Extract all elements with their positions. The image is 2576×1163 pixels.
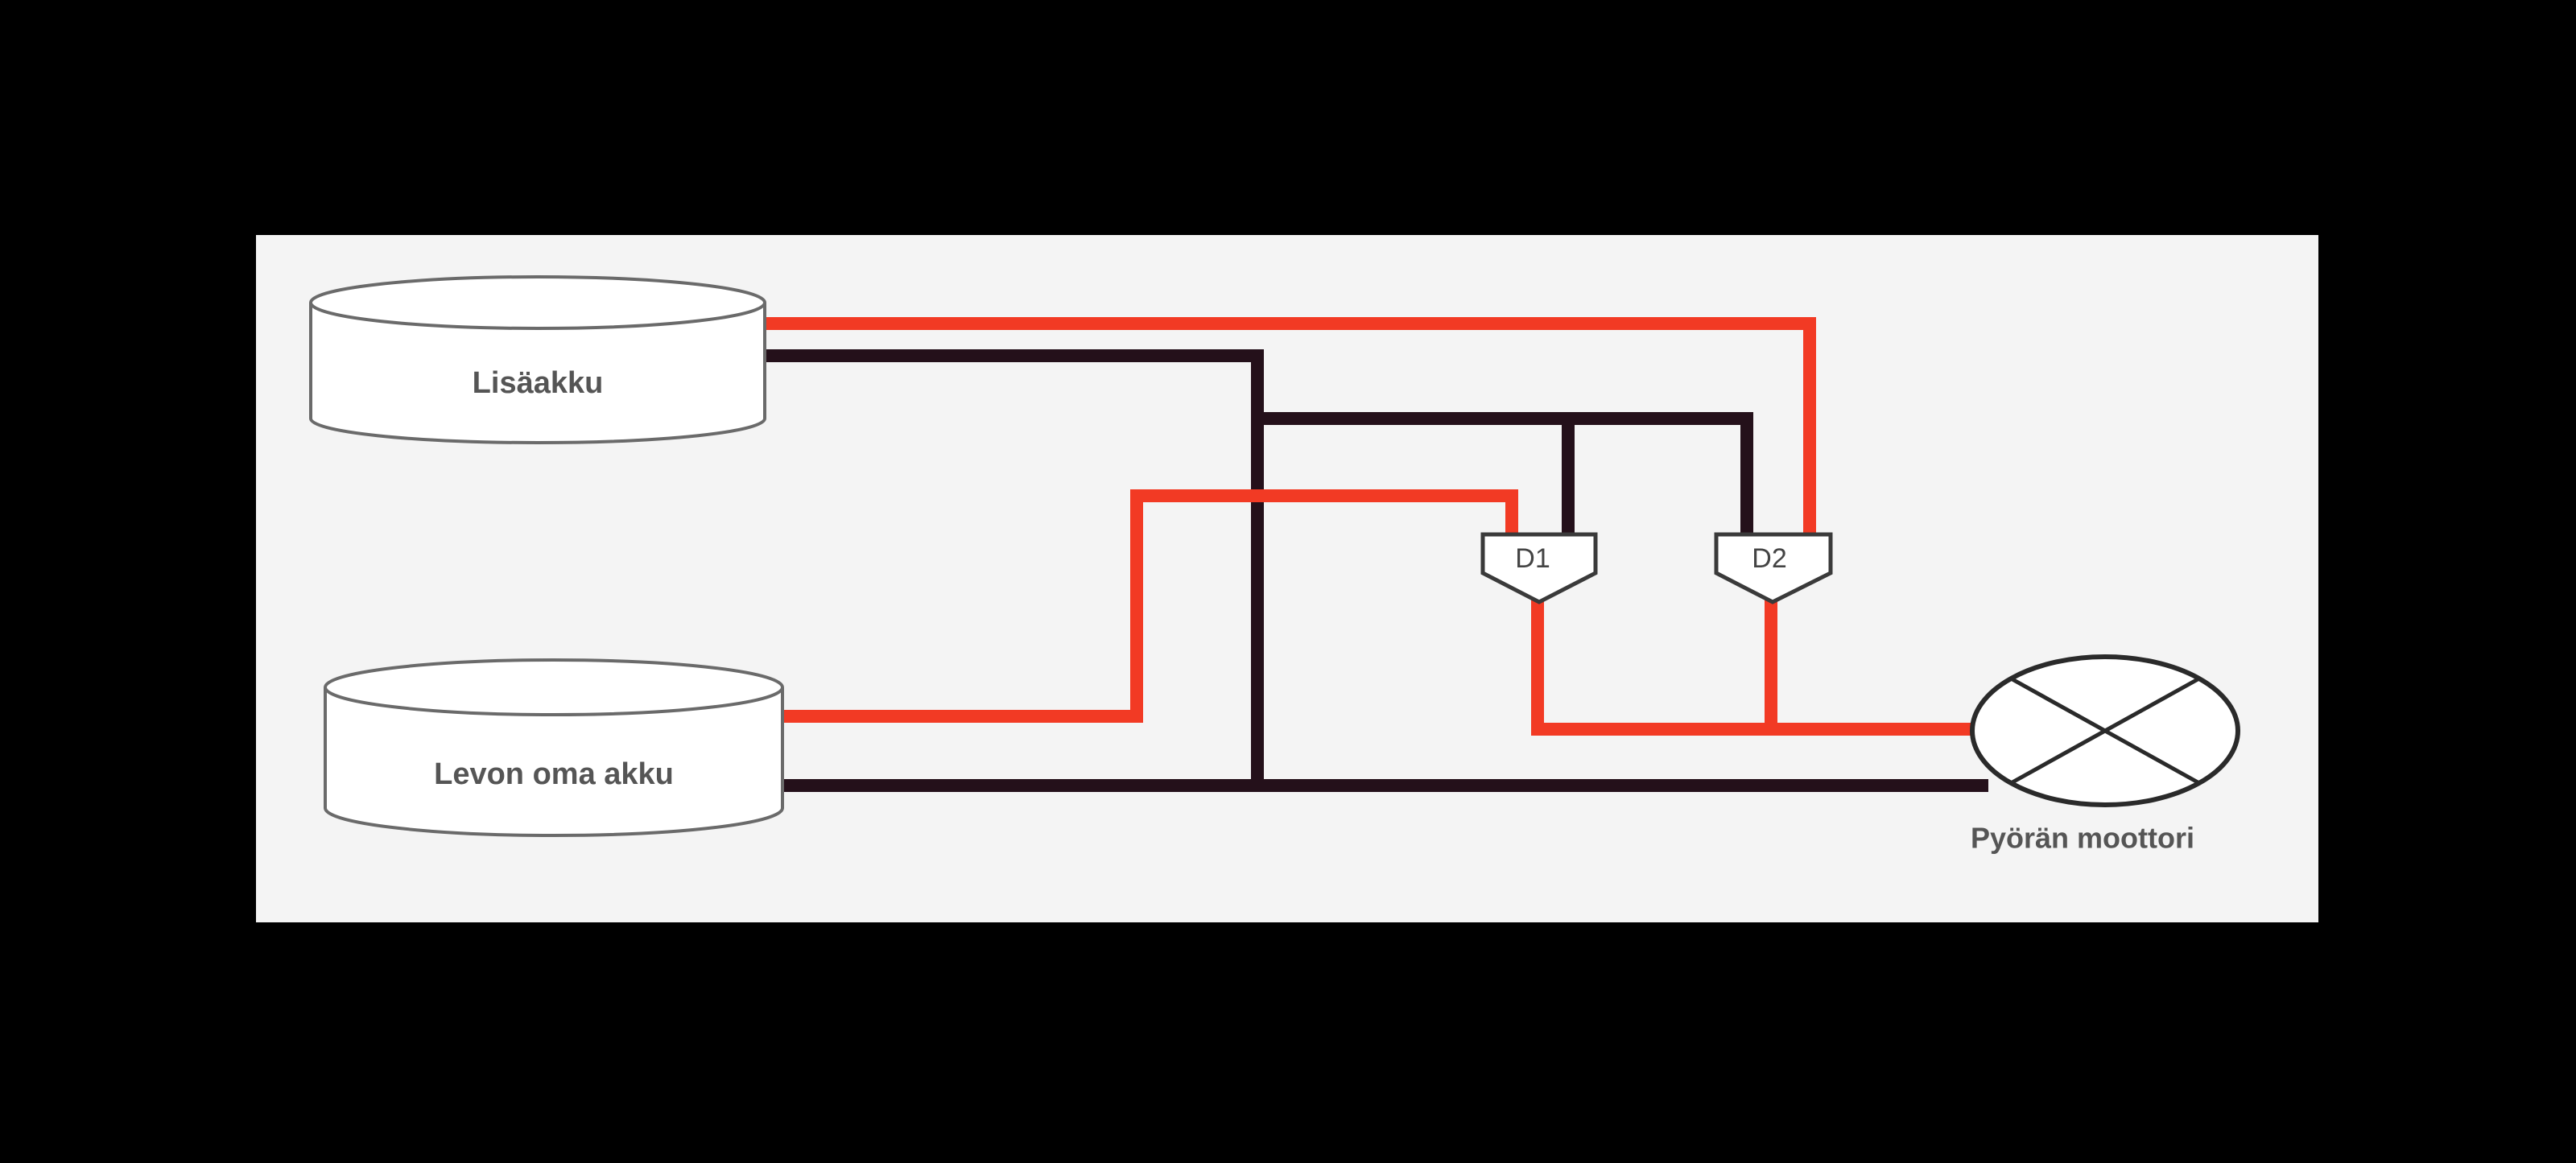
- battery-own-label: Levon oma akku: [434, 757, 674, 791]
- diode-d1-label: D1: [1515, 543, 1550, 574]
- diode-d1-symbol: [1480, 532, 1598, 604]
- diode-d2: D2: [1714, 532, 1833, 604]
- wire-extra-battery-to-d2: [766, 317, 1816, 541]
- battery-extra-body: [309, 303, 766, 444]
- wire-own-battery-to-d1: [782, 489, 1518, 723]
- battery-own: Levon oma akku: [324, 658, 784, 837]
- diode-d2-label: D2: [1752, 543, 1786, 574]
- wire-d1-to-motor: [1531, 597, 1976, 736]
- wire-negative-branch-d2: [1257, 412, 1753, 544]
- diode-d2-symbol: [1714, 532, 1833, 604]
- motor: Pyörän moottori: [1970, 654, 2240, 855]
- battery-extra: Lisäakku: [309, 275, 766, 444]
- diode-d1: D1: [1480, 532, 1598, 604]
- wire-extra-battery-negative: [766, 349, 1264, 787]
- battery-extra-label: Lisäakku: [473, 366, 604, 400]
- battery-own-top: [324, 658, 784, 716]
- battery-extra-top: [309, 275, 766, 330]
- battery-own-body: [324, 687, 784, 837]
- motor-cross-line-2: [2009, 676, 2201, 786]
- motor-label: Pyörän moottori: [1971, 822, 2194, 855]
